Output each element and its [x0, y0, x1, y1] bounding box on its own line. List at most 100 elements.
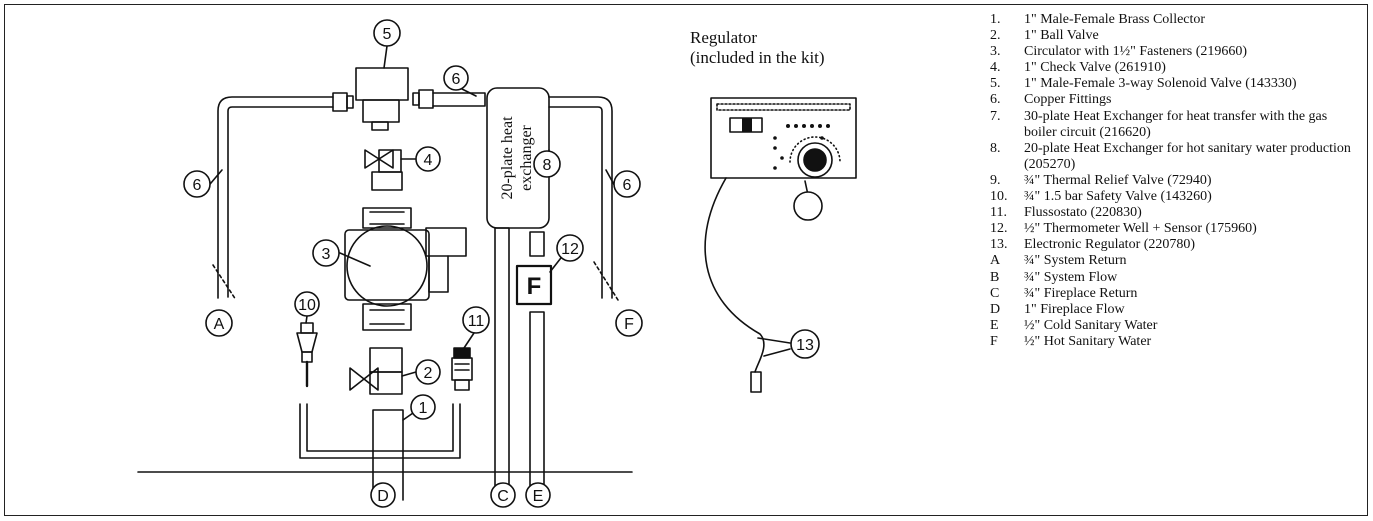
pipe-end-c: C	[497, 488, 509, 505]
solenoid-valve-body	[355, 67, 409, 101]
regulator-knob-ring	[797, 142, 833, 178]
legend-item: F ½" Hot Sanitary Water	[990, 334, 1360, 350]
marker-6-left: 6	[193, 177, 202, 194]
legend-text: ¾" System Return	[1024, 253, 1127, 269]
circulator-top-nut	[362, 207, 412, 229]
legend-key: A	[990, 253, 1001, 269]
relief-valve-neck	[301, 351, 313, 363]
circulator-bracket	[428, 255, 449, 293]
legend-item: 5. 1" Male-Female 3-way Solenoid Valve (1…	[990, 76, 1360, 92]
pipe-end-f: F	[624, 316, 634, 333]
temperature-sensor	[750, 371, 762, 393]
marker-4: 4	[424, 152, 433, 169]
left-fitting-nut	[332, 92, 348, 112]
marker-3: 3	[322, 246, 331, 263]
legend-key: 2.	[990, 28, 1001, 44]
heat-exchanger-label-line1: 20-plate heat	[499, 116, 516, 200]
legend-item: 9.¾" Thermal Relief Valve (72940)	[990, 173, 1360, 189]
legend-item: 10. ¾" 1.5 bar Safety Valve (143260)	[990, 189, 1360, 205]
pipe-end-d: D	[377, 488, 389, 505]
solenoid-valve-base	[362, 99, 400, 123]
pipe-end-a: A	[214, 316, 225, 333]
legend-key: E	[990, 317, 999, 333]
regulator-caption: Regulator (included in the kit)	[690, 28, 825, 68]
marker-8: 8	[543, 157, 552, 174]
legend-key: 8.	[990, 140, 1001, 156]
legend-text: ½" Thermometer Well + Sensor (175960)	[1024, 221, 1257, 237]
marker-11: 12	[561, 241, 579, 258]
legend-text: 20-plate Heat Exchanger for hot sanitary…	[1024, 140, 1351, 172]
solenoid-valve-stem	[371, 121, 389, 131]
legend-key: 10.	[990, 189, 1008, 205]
legend-text: ¾" Fireplace Return	[1024, 285, 1138, 301]
safety-valve-cap	[453, 347, 471, 359]
legend-item: 6.Copper Fittings	[990, 92, 1360, 108]
legend-item: 8. 20-plate Heat Exchanger for hot sanita…	[990, 141, 1360, 173]
legend-item: 4. 1" Check Valve (261910)	[990, 60, 1360, 76]
ball-valve-body	[369, 371, 403, 395]
legend-text: 30-plate Heat Exchanger for heat transfe…	[1024, 108, 1328, 140]
legend-text: 1" Check Valve (261910)	[1024, 60, 1166, 76]
pipe-end-e: E	[533, 488, 544, 505]
legend-key: 7.	[990, 108, 1001, 124]
marker-5: 5	[383, 26, 392, 43]
marker-10: 11	[468, 313, 485, 330]
circulator-motor-box	[425, 227, 467, 257]
pipe-right-cut	[593, 261, 619, 301]
safety-valve-body	[451, 357, 473, 381]
collector-inner	[306, 403, 454, 452]
legend-text: Circulator with 1½" Fasteners (219660)	[1024, 44, 1248, 60]
circulator-bottom-nut	[362, 303, 412, 331]
safety-valve-base	[454, 379, 470, 391]
legend-text: 1" Male-Female 3-way Solenoid Valve (143…	[1024, 76, 1297, 92]
diagram-frame	[4, 4, 1368, 516]
marker-12: 13	[796, 337, 814, 354]
legend-text: ¾" System Flow	[1024, 269, 1118, 285]
legend-text: Flussostato (220830)	[1024, 205, 1142, 221]
electronic-regulator	[710, 97, 857, 179]
regulator-caption-line1: Regulator	[690, 28, 758, 47]
marker-6-right: 6	[623, 177, 632, 194]
legend-item: 7. 30-plate Heat Exchanger for heat trans…	[990, 109, 1360, 141]
ball-valve-top	[369, 347, 403, 373]
marker-6-center: 6	[452, 71, 461, 88]
collector-outlet	[372, 409, 404, 501]
legend-item: 1. 1" Male-Female Brass Collector	[990, 12, 1360, 28]
legend-text: ½" Hot Sanitary Water	[1024, 333, 1152, 349]
collector-outer	[299, 403, 461, 459]
regulator-caption-line2: (included in the kit)	[690, 48, 825, 67]
legend-key: 5.	[990, 76, 1001, 92]
circulator-housing	[344, 229, 430, 301]
legend-item: 3. Circulator with 1½" Fasteners (219660)	[990, 44, 1360, 60]
legend-key: 1.	[990, 12, 1001, 27]
legend-item: 12. ½" Thermometer Well + Sensor (175960)	[990, 221, 1360, 237]
flow-switch-box	[515, 264, 553, 306]
legend-key: 6.	[990, 92, 1001, 108]
legend-key: C	[990, 285, 1000, 301]
legend-key: 12.	[990, 221, 1008, 237]
legend-key: F	[990, 333, 998, 349]
flow-switch-letter: F	[527, 273, 542, 300]
pipe-right-hot	[548, 96, 613, 299]
legend-text: ¾" Thermal Relief Valve (72940)	[1024, 172, 1212, 188]
legend-text: 1" Fireplace Flow	[1024, 301, 1125, 317]
legend-key: 4.	[990, 60, 1001, 76]
legend-text: 1" Male-Female Brass Collector	[1024, 12, 1206, 27]
left-fitting-nut-inner	[346, 95, 354, 109]
sensor-cable	[704, 177, 765, 373]
legend-key: 13.	[990, 237, 1008, 253]
legend-item: 2.1" Ball Valve	[990, 28, 1360, 44]
pipe-left-cut	[212, 264, 237, 301]
ball-valve-symbol	[349, 367, 379, 391]
pipe-to-exchanger	[432, 92, 486, 107]
legend-item: 13.Electronic Regulator (220780)	[990, 237, 1360, 253]
check-valve-base	[371, 171, 403, 191]
circulator-pump	[346, 225, 428, 307]
legend-key: 3.	[990, 44, 1001, 60]
legend-item: C ¾" Fireplace Return	[990, 286, 1360, 302]
legend-text: ¾" 1.5 bar Safety Valve (143260)	[1024, 189, 1212, 205]
